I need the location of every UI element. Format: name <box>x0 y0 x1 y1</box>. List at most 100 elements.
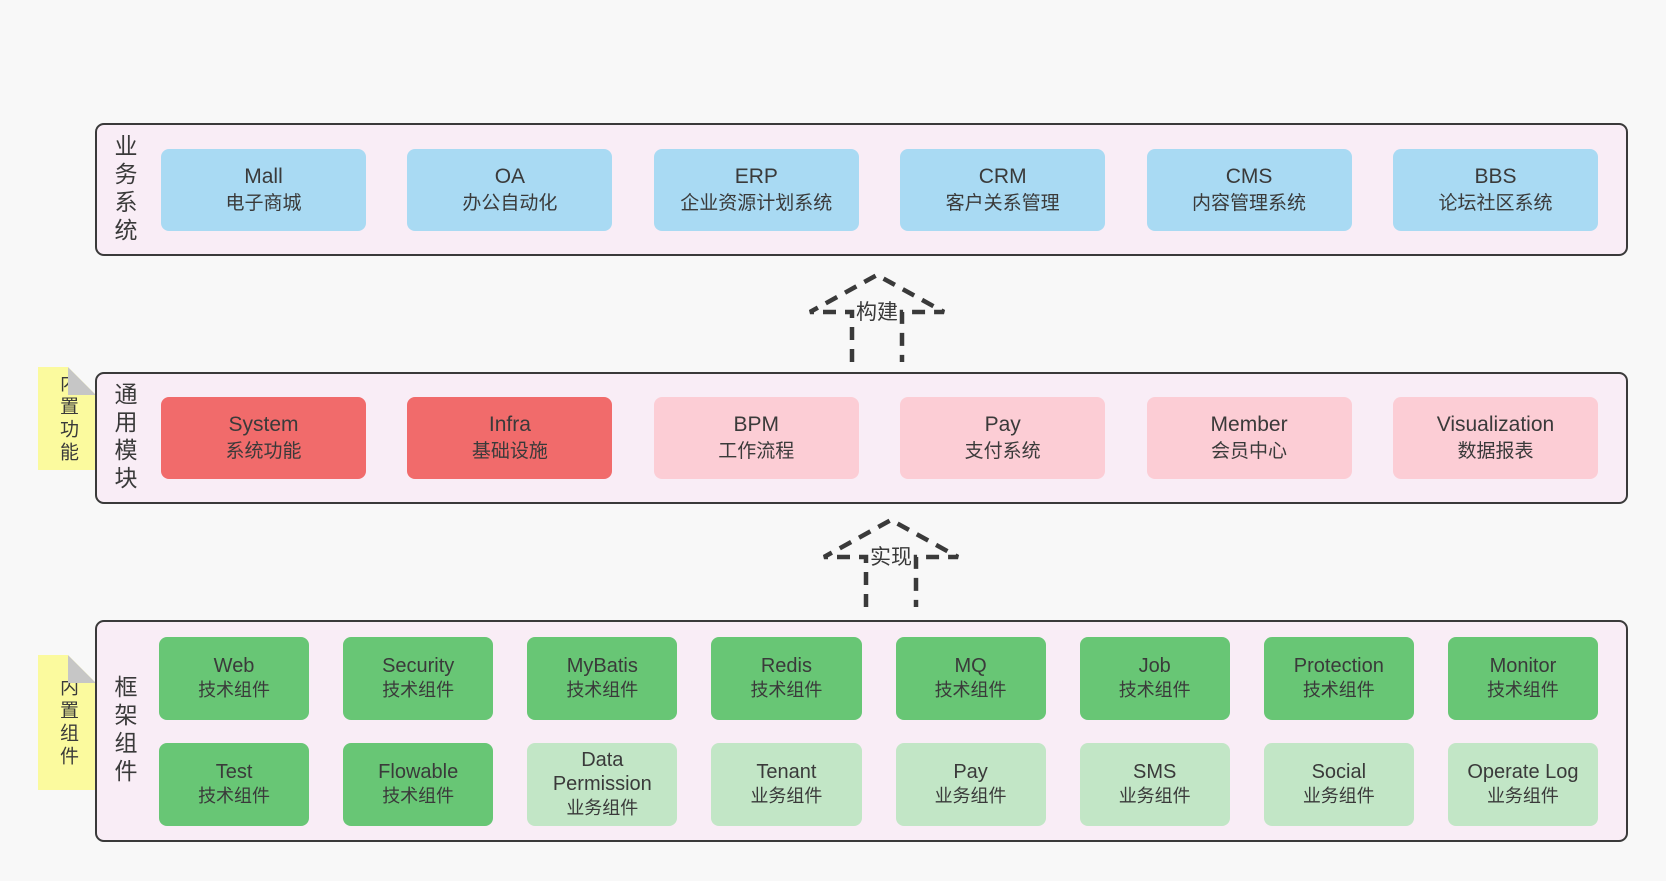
box-sub: 论坛社区系统 <box>1438 192 1553 214</box>
panel-label-framework: 框架组件 <box>111 675 137 787</box>
box-sub: 技术组件 <box>382 786 455 806</box>
box-name: Protection <box>1293 655 1384 677</box>
box-name: Data Permission <box>552 749 652 795</box>
box-name: Social <box>1311 761 1367 783</box>
box-pay-module: Pay 支付系统 <box>900 397 1106 479</box>
box-sub: 电子商城 <box>225 192 302 214</box>
box-sub: 技术组件 <box>934 680 1007 700</box>
box-sub: 技术组件 <box>382 680 455 700</box>
box-pay-component: Pay 业务组件 <box>895 742 1046 826</box>
business-systems-panel: 业务系统 Mall 电子商城 OA 办公自动化 ERP 企业资源计划系统 CRM… <box>95 123 1628 256</box>
box-system: System 系统功能 <box>161 397 366 479</box>
box-redis: Redis 技术组件 <box>711 636 862 720</box>
box-sub: 业务组件 <box>1486 786 1559 806</box>
box-sub: 业务组件 <box>1118 786 1191 806</box>
dashed-up-arrow-icon <box>822 517 960 607</box>
sticky-note-label: 内置组件 <box>57 676 78 769</box>
dashed-up-arrow-icon <box>808 272 946 362</box>
box-name: MQ <box>954 655 987 677</box>
box-sub: 技术组件 <box>198 786 271 806</box>
box-name: Web <box>213 655 255 677</box>
box-sub: 技术组件 <box>750 680 823 700</box>
panel-label-modules: 通用模块 <box>111 382 137 494</box>
box-member: Member 会员中心 <box>1146 397 1352 479</box>
box-sub: 办公自动化 <box>462 192 558 214</box>
box-cms: CMS 内容管理系统 <box>1146 148 1352 231</box>
box-sub: 技术组件 <box>1486 680 1559 700</box>
box-bpm: BPM 工作流程 <box>653 397 859 479</box>
box-sub: 技术组件 <box>566 680 639 700</box>
box-mall: Mall 电子商城 <box>161 148 366 231</box>
box-job: Job 技术组件 <box>1079 636 1230 720</box>
box-sms: SMS 业务组件 <box>1079 742 1230 826</box>
box-name: Test <box>215 761 253 783</box>
box-sub: 业务组件 <box>566 798 639 818</box>
box-sub: 业务组件 <box>934 786 1007 806</box>
box-mybatis: MyBatis 技术组件 <box>527 636 678 720</box>
box-name: MyBatis <box>566 655 638 677</box>
build-arrow-icon: 构建 <box>807 272 947 362</box>
box-infra: Infra 基础设施 <box>407 397 613 479</box>
box-name: Flowable <box>378 761 459 783</box>
box-sub: 技术组件 <box>198 680 271 700</box>
implement-arrow-icon: 实现 <box>821 517 961 607</box>
sticky-note-label: 内置功能 <box>57 372 78 465</box>
build-arrow-label: 构建 <box>856 301 898 324</box>
box-sub: 系统功能 <box>225 441 302 462</box>
box-name: Security <box>382 655 455 677</box>
box-name: CRM <box>978 164 1027 188</box>
box-name: Operate Log <box>1467 761 1579 783</box>
box-name: BBS <box>1474 164 1517 188</box>
framework-components-panel: 框架组件 Web 技术组件 Security 技术组件 MyBatis 技术组件… <box>95 620 1628 842</box>
box-sub: 基础设施 <box>471 441 548 462</box>
box-crm: CRM 客户关系管理 <box>900 148 1106 231</box>
box-name: BPM <box>733 413 780 436</box>
business-box-row: Mall 电子商城 OA 办公自动化 ERP 企业资源计划系统 CRM 客户关系… <box>161 148 1598 231</box>
box-name: ERP <box>734 164 778 188</box>
implement-arrow-label: 实现 <box>870 546 912 569</box>
box-sub: 客户关系管理 <box>945 192 1060 214</box>
box-name: Mall <box>244 164 283 188</box>
box-social: Social 业务组件 <box>1263 742 1414 826</box>
box-erp: ERP 企业资源计划系统 <box>653 148 859 231</box>
box-sub: 会员中心 <box>1211 441 1288 462</box>
sticky-note-builtin-features: 内置功能 <box>38 367 96 470</box>
box-name: Redis <box>760 655 812 677</box>
box-oa: OA 办公自动化 <box>407 148 613 231</box>
box-data-permission: Data Permission 业务组件 <box>527 742 678 826</box>
box-name: Pay <box>984 413 1021 436</box>
box-sub: 技术组件 <box>1118 680 1191 700</box>
box-name: Monitor <box>1489 655 1557 677</box>
box-sub: 业务组件 <box>1302 786 1375 806</box>
box-bbs: BBS 论坛社区系统 <box>1392 148 1598 231</box>
box-visualization: Visualization 数据报表 <box>1392 397 1598 479</box>
modules-box-row: System 系统功能 Infra 基础设施 BPM 工作流程 Pay 支付系统… <box>161 397 1598 479</box>
panel-label-business: 业务系统 <box>111 133 137 246</box>
box-name: Member <box>1210 413 1288 436</box>
box-test: Test 技术组件 <box>159 742 310 826</box>
box-tenant: Tenant 业务组件 <box>711 742 862 826</box>
box-name: Infra <box>488 413 531 436</box>
box-name: Visualization <box>1436 413 1555 436</box>
box-name: SMS <box>1133 761 1177 783</box>
box-sub: 业务组件 <box>750 786 823 806</box>
box-name: Tenant <box>756 761 817 783</box>
box-security: Security 技术组件 <box>343 636 494 720</box>
box-name: Pay <box>953 761 988 783</box>
box-name: CMS <box>1225 164 1273 188</box>
box-web: Web 技术组件 <box>159 636 310 720</box>
box-operate-log: Operate Log 业务组件 <box>1447 742 1598 826</box>
box-sub: 内容管理系统 <box>1192 192 1307 214</box>
common-modules-panel: 通用模块 System 系统功能 Infra 基础设施 BPM 工作流程 Pay… <box>95 372 1628 504</box>
box-mq: MQ 技术组件 <box>895 636 1046 720</box>
box-name: System <box>228 413 299 436</box>
box-name: OA <box>494 164 526 188</box>
box-sub: 工作流程 <box>718 441 795 462</box>
box-flowable: Flowable 技术组件 <box>343 742 494 826</box>
box-name: Job <box>1138 655 1171 677</box>
box-sub: 技术组件 <box>1302 680 1375 700</box>
box-sub: 企业资源计划系统 <box>680 192 833 214</box>
sticky-note-builtin-components: 内置组件 <box>38 655 96 790</box>
box-sub: 支付系统 <box>964 441 1041 462</box>
